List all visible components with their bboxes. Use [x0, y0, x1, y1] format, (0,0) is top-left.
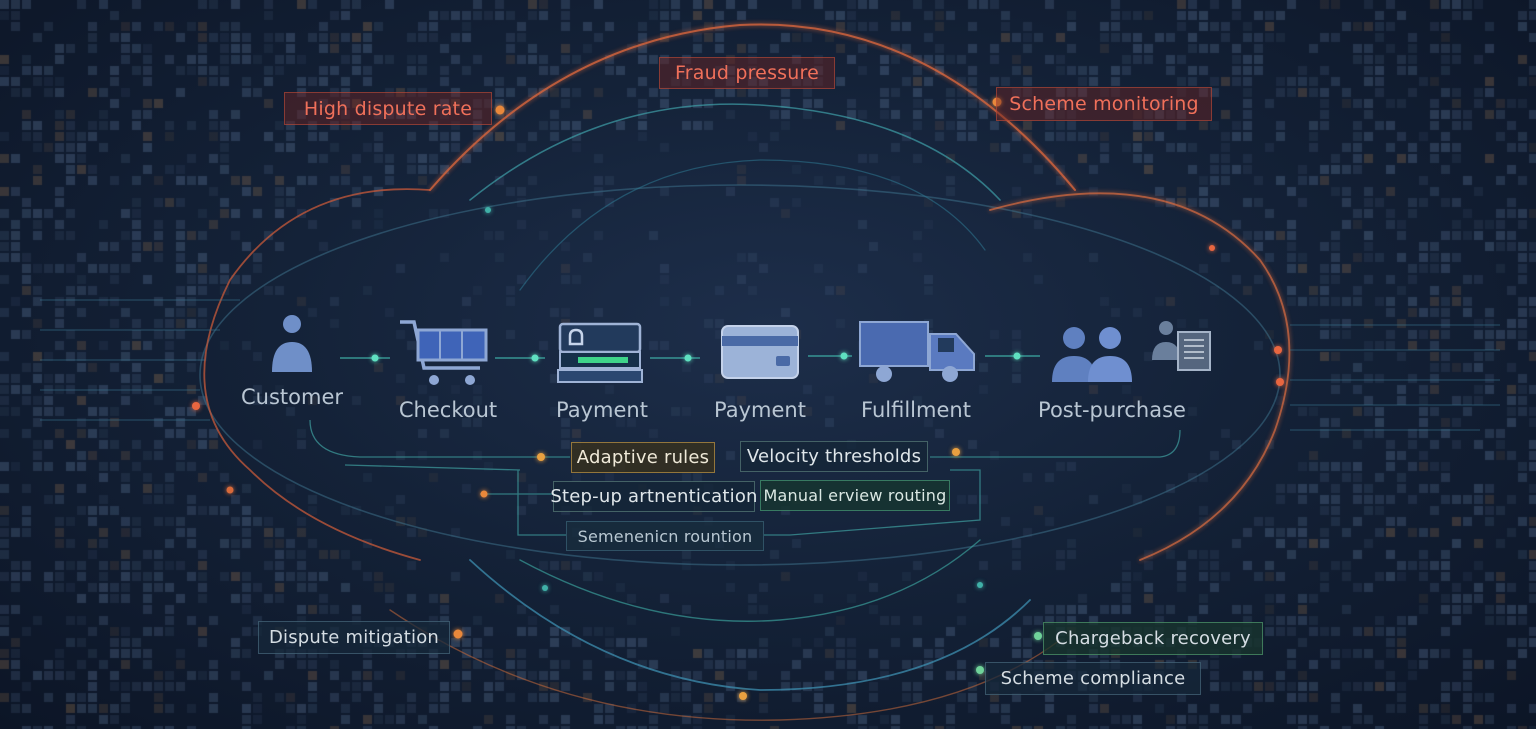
node-chargeback-recovery [1034, 632, 1042, 640]
outcome-chargeback-recovery: Chargeback recovery [1043, 622, 1263, 655]
payment-terminal-icon [557, 322, 643, 383]
stage-label-post-purchase: Post-purchase [1038, 398, 1186, 422]
outer-risk-ring [199, 184, 1281, 566]
risk-high-dispute-rate: High dispute rate [284, 92, 492, 125]
stage-label-fulfillment: Fulfillment [861, 398, 971, 422]
node-step-up [480, 490, 488, 498]
control-adaptive-rules: Adaptive rules [571, 442, 715, 473]
outcome-scheme-compliance: Scheme compliance [985, 662, 1201, 695]
inner-flow-arc-top [469, 103, 1001, 201]
control-semenenicn-rountion: Semenenicn rountion [566, 521, 764, 551]
risk-arc-left [203, 188, 431, 561]
node-left-ring [192, 402, 200, 410]
node-right-ring [1274, 346, 1282, 354]
risk-arc-top [429, 23, 1076, 191]
post-purchase-icon [1052, 321, 1211, 382]
control-velocity-thresholds: Velocity thresholds [740, 441, 928, 472]
risk-arc-right [989, 192, 1291, 561]
node-velocity-thresholds [952, 448, 960, 456]
risk-fraud-pressure: Fraud pressure [659, 57, 835, 89]
node-scheme-compliance [976, 666, 984, 674]
control-manual-review-routing: Manual erview routing [760, 480, 950, 511]
node-right-ring-2 [1276, 378, 1284, 386]
payment-card-icon [721, 325, 799, 379]
control-step-up-authentication: Step-up artnentication [550, 481, 757, 512]
outcome-dispute-mitigation: Dispute mitigation [258, 621, 450, 654]
inner-flow-arc-bottom [469, 559, 1031, 691]
node-top-right [1209, 245, 1215, 251]
node-mid-teal [542, 585, 548, 591]
node-mid-teal-2 [977, 582, 983, 588]
risk-scheme-monitoring: Scheme monitoring [996, 87, 1212, 121]
node-dispute-mitigation [453, 629, 463, 639]
node-adaptive-rules [537, 453, 545, 461]
node-high-dispute-rate [495, 105, 505, 115]
node-left-ring-2 [226, 486, 234, 494]
inner-flow-arc-mid [519, 159, 986, 291]
teal-arc-bottom [519, 539, 981, 622]
customer-icon [272, 315, 312, 372]
delivery-truck-icon [859, 321, 975, 382]
node-scheme-monitoring [992, 97, 1002, 107]
stage-label-payment-2: Payment [714, 398, 806, 422]
node-bottom-arc [739, 692, 747, 700]
outer-flow-arc-bottom [389, 609, 1061, 721]
shopping-cart-icon [400, 320, 488, 385]
node-top-left [485, 207, 491, 213]
stage-label-customer: Customer [240, 385, 344, 409]
stage-label-payment-1: Payment [556, 398, 648, 422]
stage-label-checkout: Checkout [398, 398, 498, 422]
